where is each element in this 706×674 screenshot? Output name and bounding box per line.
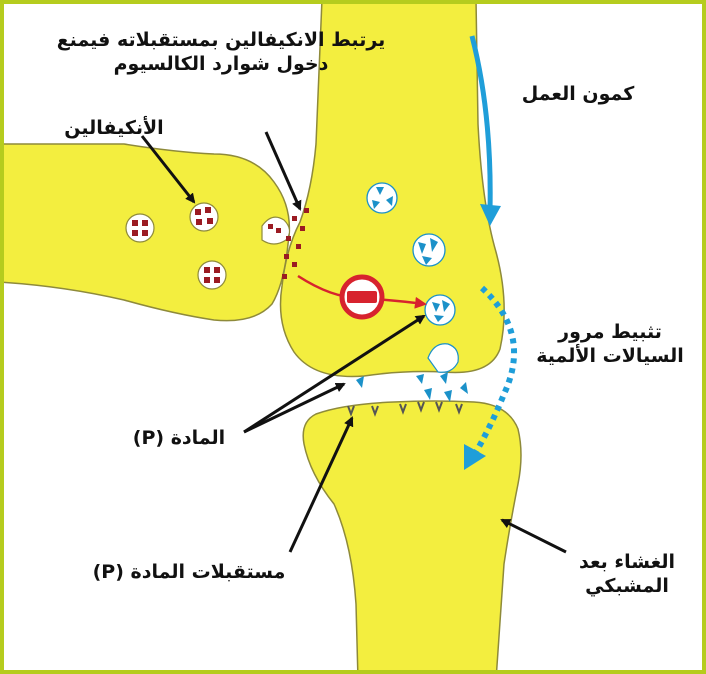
label-postsynaptic-line2: المشبكي: [552, 574, 702, 598]
label-action-potential: كمون العمل: [498, 82, 658, 106]
label-substance-p: المادة (P): [104, 426, 254, 450]
substance-p-molecules: [356, 372, 468, 402]
label-substance-p-receptors: مستقبلات المادة (P): [74, 560, 304, 584]
label-pain-inhibition-line1: تثبيط مرور: [526, 320, 694, 344]
postsynaptic-neuron: [303, 401, 521, 674]
label-postsynaptic-membrane: الغشاء بعد المشبكي: [552, 550, 702, 598]
label-pain-inhibition-line2: السيالات الألمية: [526, 344, 694, 368]
label-pain-inhibition: تثبيط مرور السيالات الألمية: [526, 320, 694, 368]
label-postsynaptic-line1: الغشاء بعد: [552, 550, 702, 574]
no-entry-icon: [342, 277, 382, 317]
label-enkephalin: الأنكيفالين: [24, 116, 204, 140]
arrow-postsynaptic: [502, 520, 566, 552]
label-enkephalin-binding: يرتبط الانكيفالين بمستقبلاته فيمنع دخول …: [56, 28, 386, 76]
